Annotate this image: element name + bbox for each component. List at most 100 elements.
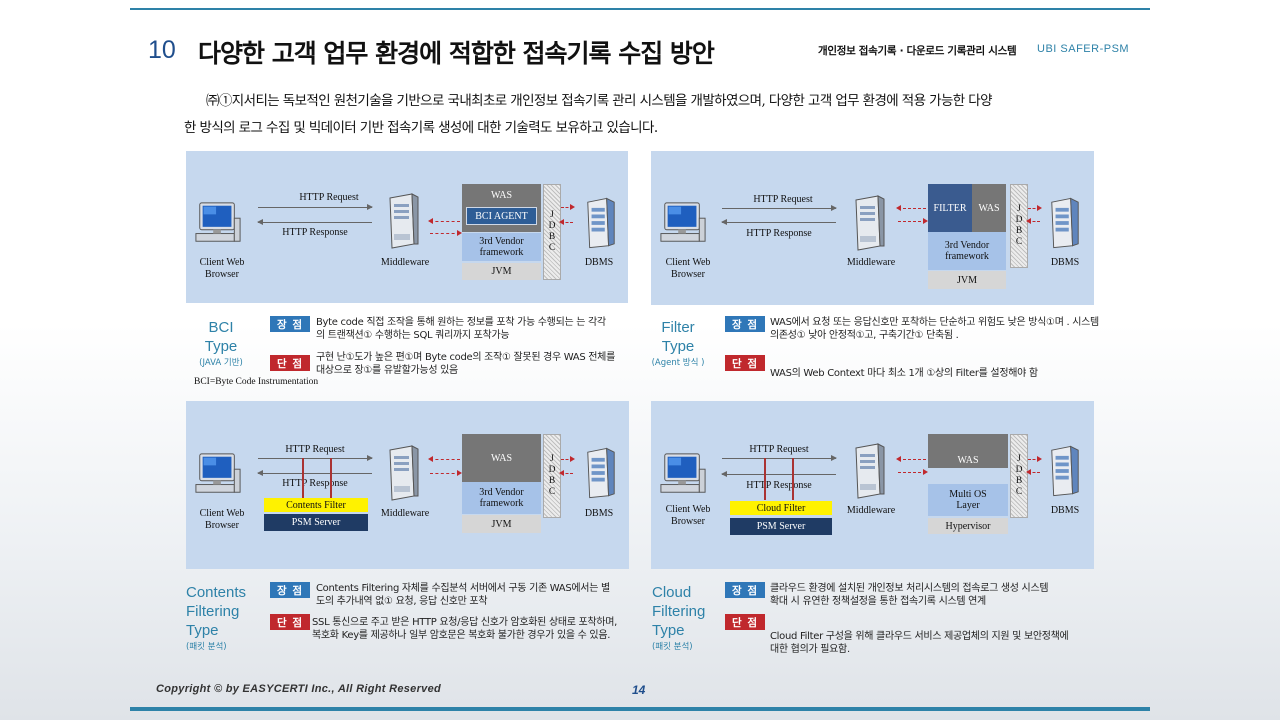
contents-type-title: Contents Filtering Type (패킷 분석)	[186, 583, 266, 652]
type-line2: Filtering	[652, 603, 706, 620]
top-rule	[130, 8, 1150, 10]
jdbc-letter: C	[1015, 487, 1023, 497]
red-flow-arrow	[559, 219, 573, 225]
client-label-line1: Client Web	[665, 504, 711, 515]
middleware-server-icon	[850, 194, 886, 254]
type-line1: BCI	[208, 319, 234, 336]
brand-label: UBI SAFER-PSM	[1037, 43, 1130, 55]
client-label-line2: Browser	[671, 516, 705, 527]
client-pc-icon	[194, 199, 242, 247]
jvm-box: JVM	[462, 515, 541, 533]
jdbc-connector: J D B C	[1010, 184, 1028, 268]
type-sub: (패킷 분석)	[652, 642, 693, 652]
con-badge: 단 점	[725, 355, 765, 371]
request-arrow	[258, 204, 373, 210]
type-sub: (Agent 방식 )	[651, 358, 705, 368]
bci-con-text: 구현 난①도가 높은 편①며 Byte code의 조작① 잘못된 경우 WAS…	[316, 352, 615, 376]
slide-title: 다양한 고객 업무 환경에 적합한 접속기록 수집 방안	[198, 39, 715, 68]
tap-line	[792, 458, 794, 500]
was-box: WAS	[928, 434, 1008, 468]
jdbc-letter: C	[548, 243, 556, 253]
con-badge: 단 점	[270, 614, 310, 630]
dbms-label: DBMS	[584, 257, 614, 268]
pro-badge: 장 점	[270, 582, 310, 598]
jdbc-letter: D	[1015, 215, 1023, 225]
os-line2: Layer	[956, 500, 980, 511]
pro-badge: 장 점	[725, 316, 765, 332]
dbms-server-icon	[584, 444, 618, 502]
con-badge: 단 점	[270, 355, 310, 371]
middleware-server-icon	[384, 192, 420, 252]
red-flow-arrow	[1028, 456, 1042, 462]
cloud-type-title: Cloud Filtering Type (패킷 분석)	[652, 583, 722, 652]
copyright-text: Copyright © by EASYCERTI Inc., All Right…	[156, 683, 442, 695]
cloud-filter-box: Cloud Filter	[730, 501, 832, 515]
red-flow-arrow	[1026, 469, 1040, 475]
red-flow-arrow	[561, 204, 575, 210]
jdbc-letter: J	[550, 210, 554, 220]
footer-rule	[130, 707, 1150, 711]
jdbc-letter: B	[1015, 226, 1023, 236]
response-arrow	[721, 471, 836, 477]
bci-pro-text: Byte code 직접 조작을 통해 원하는 정보를 포착 가능 수행되는 는…	[316, 317, 606, 341]
client-label-line1: Client Web	[665, 257, 711, 268]
type-sub: (패킷 분석)	[186, 642, 227, 652]
request-arrow	[722, 205, 837, 211]
client-label-line2: Browser	[671, 269, 705, 280]
jdbc-connector: J D B C	[543, 184, 561, 280]
type-line3: Type	[186, 622, 219, 639]
con-badge: 단 점	[725, 614, 765, 630]
pro-badge: 장 점	[725, 582, 765, 598]
filter-pro-text: WAS에서 요청 또는 응답신호만 포착하는 단순하고 위험도 낮은 방식①며 …	[770, 317, 1099, 341]
vendor-line1: 3rd Vendor	[479, 236, 524, 247]
response-arrow	[257, 470, 372, 476]
type-line2: Type	[661, 338, 695, 355]
jdbc-letter: D	[548, 465, 556, 475]
contents-con-text: SSL 통신으로 주고 받은 HTTP 요청/응답 신호가 암호화된 상태로 포…	[312, 617, 618, 641]
client-pc-icon	[194, 450, 242, 498]
jdbc-letter: D	[1015, 465, 1023, 475]
http-request-label: HTTP Request	[299, 192, 359, 203]
red-flow-arrow	[896, 205, 926, 211]
http-response-label: HTTP Response	[746, 228, 812, 239]
client-pc-icon	[659, 199, 707, 247]
http-response-label: HTTP Response	[746, 480, 812, 491]
http-request-label: HTTP Request	[285, 444, 345, 455]
vendor-line2: framework	[479, 247, 524, 258]
cloud-pro-text: 클라우드 환경에 설치된 개인정보 처리시스템의 접속로그 생성 시스템 확대 …	[770, 583, 1049, 607]
filter-box: FILTER	[928, 184, 972, 232]
vendor-framework-box: 3rd Vendor framework	[928, 232, 1006, 270]
jdbc-letter: B	[548, 232, 556, 242]
bci-footnote: BCI=Byte Code Instrumentation	[194, 377, 319, 387]
os-line1: Multi OS	[949, 489, 987, 500]
hypervisor-box: Hypervisor	[928, 518, 1008, 534]
red-flow-arrow	[430, 230, 462, 236]
http-request-label: HTTP Request	[749, 444, 809, 455]
tap-line	[764, 458, 766, 500]
jdbc-connector: J D B C	[1010, 434, 1028, 518]
red-flow-arrow	[430, 470, 462, 476]
middleware-label: Middleware	[380, 508, 430, 519]
pro-badge: 장 점	[270, 316, 310, 332]
type-line1: Contents	[186, 584, 247, 601]
middleware-label: Middleware	[846, 257, 896, 268]
was-box: WAS	[972, 184, 1006, 232]
type-line2: Filtering	[186, 603, 240, 620]
client-label-line2: Browser	[205, 269, 239, 280]
jdbc-letter: C	[1015, 237, 1023, 247]
red-flow-arrow	[1028, 205, 1042, 211]
tap-line	[330, 458, 332, 498]
bci-type-title: BCI Type (JAVA 기반)	[194, 318, 248, 368]
response-arrow	[257, 219, 372, 225]
slide-subtitle: 개인정보 접속기록 · 다운로드 기록관리 시스템	[818, 45, 1017, 57]
contents-pro-text: Contents Filtering 자체를 수집분석 서버에서 구동 기존 W…	[316, 583, 610, 607]
client-label-line1: Client Web	[199, 257, 245, 268]
psm-server-box: PSM Server	[264, 514, 368, 531]
response-arrow	[721, 219, 836, 225]
http-response-label: HTTP Response	[282, 227, 348, 238]
client-label-line2: Browser	[205, 520, 239, 531]
red-flow-arrow	[428, 218, 460, 224]
type-line1: Cloud	[652, 584, 692, 601]
bci-agent-box: BCI AGENT	[466, 207, 537, 225]
tap-line	[302, 458, 304, 498]
